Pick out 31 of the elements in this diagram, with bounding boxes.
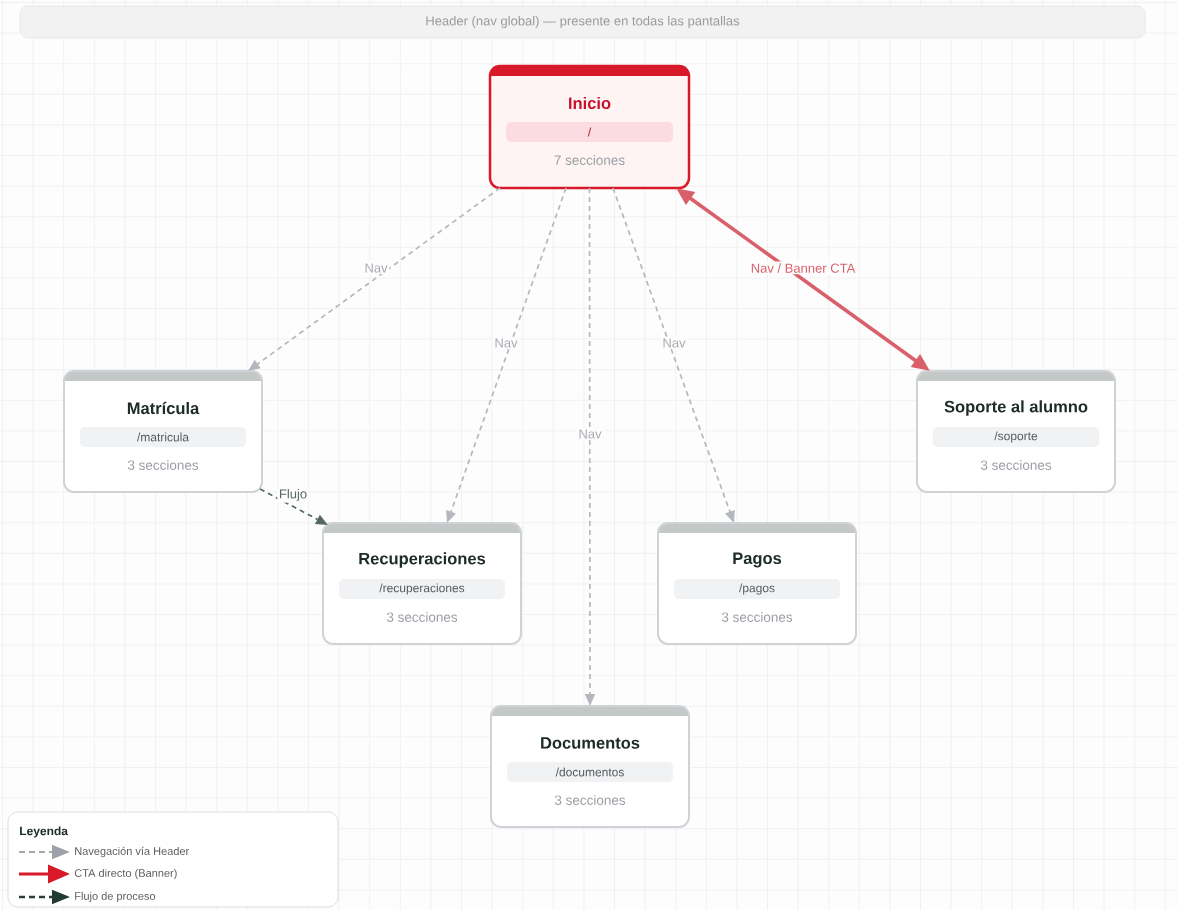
page-card bbox=[63, 370, 263, 493]
section-count: 3 secciones bbox=[554, 795, 626, 805]
card-title: Pagos bbox=[733, 552, 782, 568]
section-count: 7 secciones bbox=[554, 155, 625, 165]
card-title: Matrícula bbox=[127, 401, 200, 415]
route-pill: /recuperaciones bbox=[339, 579, 505, 599]
card-title: Documentos bbox=[541, 737, 640, 749]
home-card bbox=[488, 64, 691, 190]
legend-label: CTA directo (Banner) bbox=[74, 868, 177, 880]
card-title: Recuperaciones bbox=[359, 552, 486, 568]
route-pill: /documentos bbox=[507, 762, 673, 782]
route-pill: /matricula bbox=[80, 427, 246, 447]
page-card bbox=[490, 705, 690, 828]
legend-heading: Leyenda bbox=[20, 826, 69, 838]
section-count: 3 secciones bbox=[386, 612, 458, 622]
page-card bbox=[916, 370, 1116, 493]
legend-label: Navegación vía Header bbox=[75, 846, 189, 858]
section-count: 3 secciones bbox=[980, 460, 1052, 470]
legend-label: Flujo de proceso bbox=[75, 891, 156, 903]
route-pill: / bbox=[506, 122, 673, 142]
page-card bbox=[657, 522, 857, 645]
section-count: 3 secciones bbox=[721, 612, 793, 622]
page-card bbox=[322, 522, 522, 645]
card-title: Inicio bbox=[569, 96, 611, 110]
header-bar: Header (nav global) — presente en todas las pantallas bbox=[19, 5, 1146, 39]
card-title: Soporte al alumno bbox=[944, 400, 1088, 416]
arrow bbox=[248, 187, 501, 371]
route-pill: /soporte bbox=[933, 427, 1099, 447]
route-pill: /pagos bbox=[674, 579, 840, 599]
section-count: 3 secciones bbox=[127, 460, 199, 470]
edge-label: Flujo bbox=[277, 487, 309, 503]
